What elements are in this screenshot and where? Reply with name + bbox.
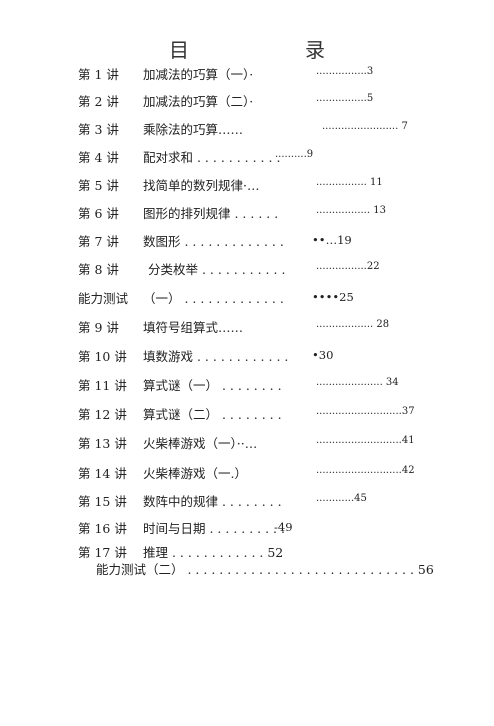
page-number: ...........................37: [316, 406, 415, 417]
lesson-title: 时间与日期 . . . . . . . . . .: [143, 521, 285, 536]
page-number: -49: [274, 520, 293, 534]
lesson-number: 第 12 讲: [78, 407, 127, 422]
page-number: ..........9: [275, 149, 314, 160]
lesson-title: 数阵中的规律 . . . . . . . .: [143, 494, 282, 509]
page-number: ........................ 7: [322, 121, 408, 132]
page-number: ................3: [316, 66, 374, 77]
lesson-title: 火柴棒游戏（一）··…: [143, 436, 258, 451]
lesson-number: 第 6 讲: [78, 206, 119, 221]
lesson-number: 第 9 讲: [78, 320, 119, 335]
page-number: ..................... 34: [316, 377, 399, 388]
page-number: .................. 28: [316, 319, 390, 330]
page-number: ................5: [316, 93, 374, 104]
lesson-title: 找简单的数列规律·…: [143, 178, 260, 193]
lesson-number: 第 2 讲: [78, 94, 119, 109]
lesson-title: 推理 . . . . . . . . . . . . 52: [143, 545, 284, 560]
lesson-title: 算式谜（二） . . . . . . . .: [143, 407, 282, 422]
test-two-entry: 能力测试（二） . . . . . . . . . . . . . . . . …: [96, 562, 434, 577]
lesson-title: 算式谜（一） . . . . . . . .: [143, 378, 282, 393]
lesson-number: 第 10 讲: [78, 349, 127, 364]
test-label: 能力测试: [78, 291, 129, 306]
lesson-number: 第 8 讲: [78, 262, 119, 277]
lesson-number: 第 4 讲: [78, 150, 119, 165]
page-number: ............45: [316, 493, 367, 504]
lesson-number: 第 3 讲: [78, 122, 119, 137]
lesson-title: 加减法的巧算（二）·: [143, 94, 254, 109]
lesson-title: 分类枚举 . . . . . . . . . . .: [148, 262, 286, 277]
lesson-number: 第 7 讲: [78, 234, 119, 249]
page-number: ...........................42: [316, 465, 415, 476]
lesson-title: 配对求和 . . . . . . . . . . .: [143, 150, 281, 165]
page-title: 目 录: [169, 38, 373, 62]
lesson-number: 第 15 讲: [78, 494, 127, 509]
page-number: ................ 11: [316, 177, 383, 188]
page-number: ••••25: [312, 290, 354, 304]
lesson-title: 数图形 . . . . . . . . . . . . .: [143, 234, 284, 249]
lesson-title: 火柴棒游戏（一.）: [143, 466, 247, 481]
page-number: ••…19: [312, 233, 352, 247]
page-number: ...........................41: [316, 435, 415, 446]
lesson-number: 第 17 讲: [78, 545, 127, 560]
lesson-title: 填数游戏 . . . . . . . . . . . .: [143, 349, 289, 364]
page-number: ................. 13: [316, 205, 386, 216]
lesson-number: 第 16 讲: [78, 521, 127, 536]
lesson-title: 填符号组算式……: [143, 320, 244, 335]
lesson-number: 第 11 讲: [78, 378, 127, 393]
test-title: （一） . . . . . . . . . . . . .: [143, 291, 284, 306]
page-number: •30: [312, 348, 334, 362]
lesson-number: 第 1 讲: [78, 67, 119, 82]
lesson-number: 第 13 讲: [78, 436, 127, 451]
lesson-title: 图形的排列规律 . . . . . .: [143, 206, 279, 221]
lesson-title: 加减法的巧算（一）·: [143, 67, 254, 82]
page-number: ................22: [316, 261, 380, 272]
lesson-number: 第 5 讲: [78, 178, 119, 193]
lesson-number: 第 14 讲: [78, 466, 127, 481]
lesson-title: 乘除法的巧算……: [143, 122, 244, 137]
